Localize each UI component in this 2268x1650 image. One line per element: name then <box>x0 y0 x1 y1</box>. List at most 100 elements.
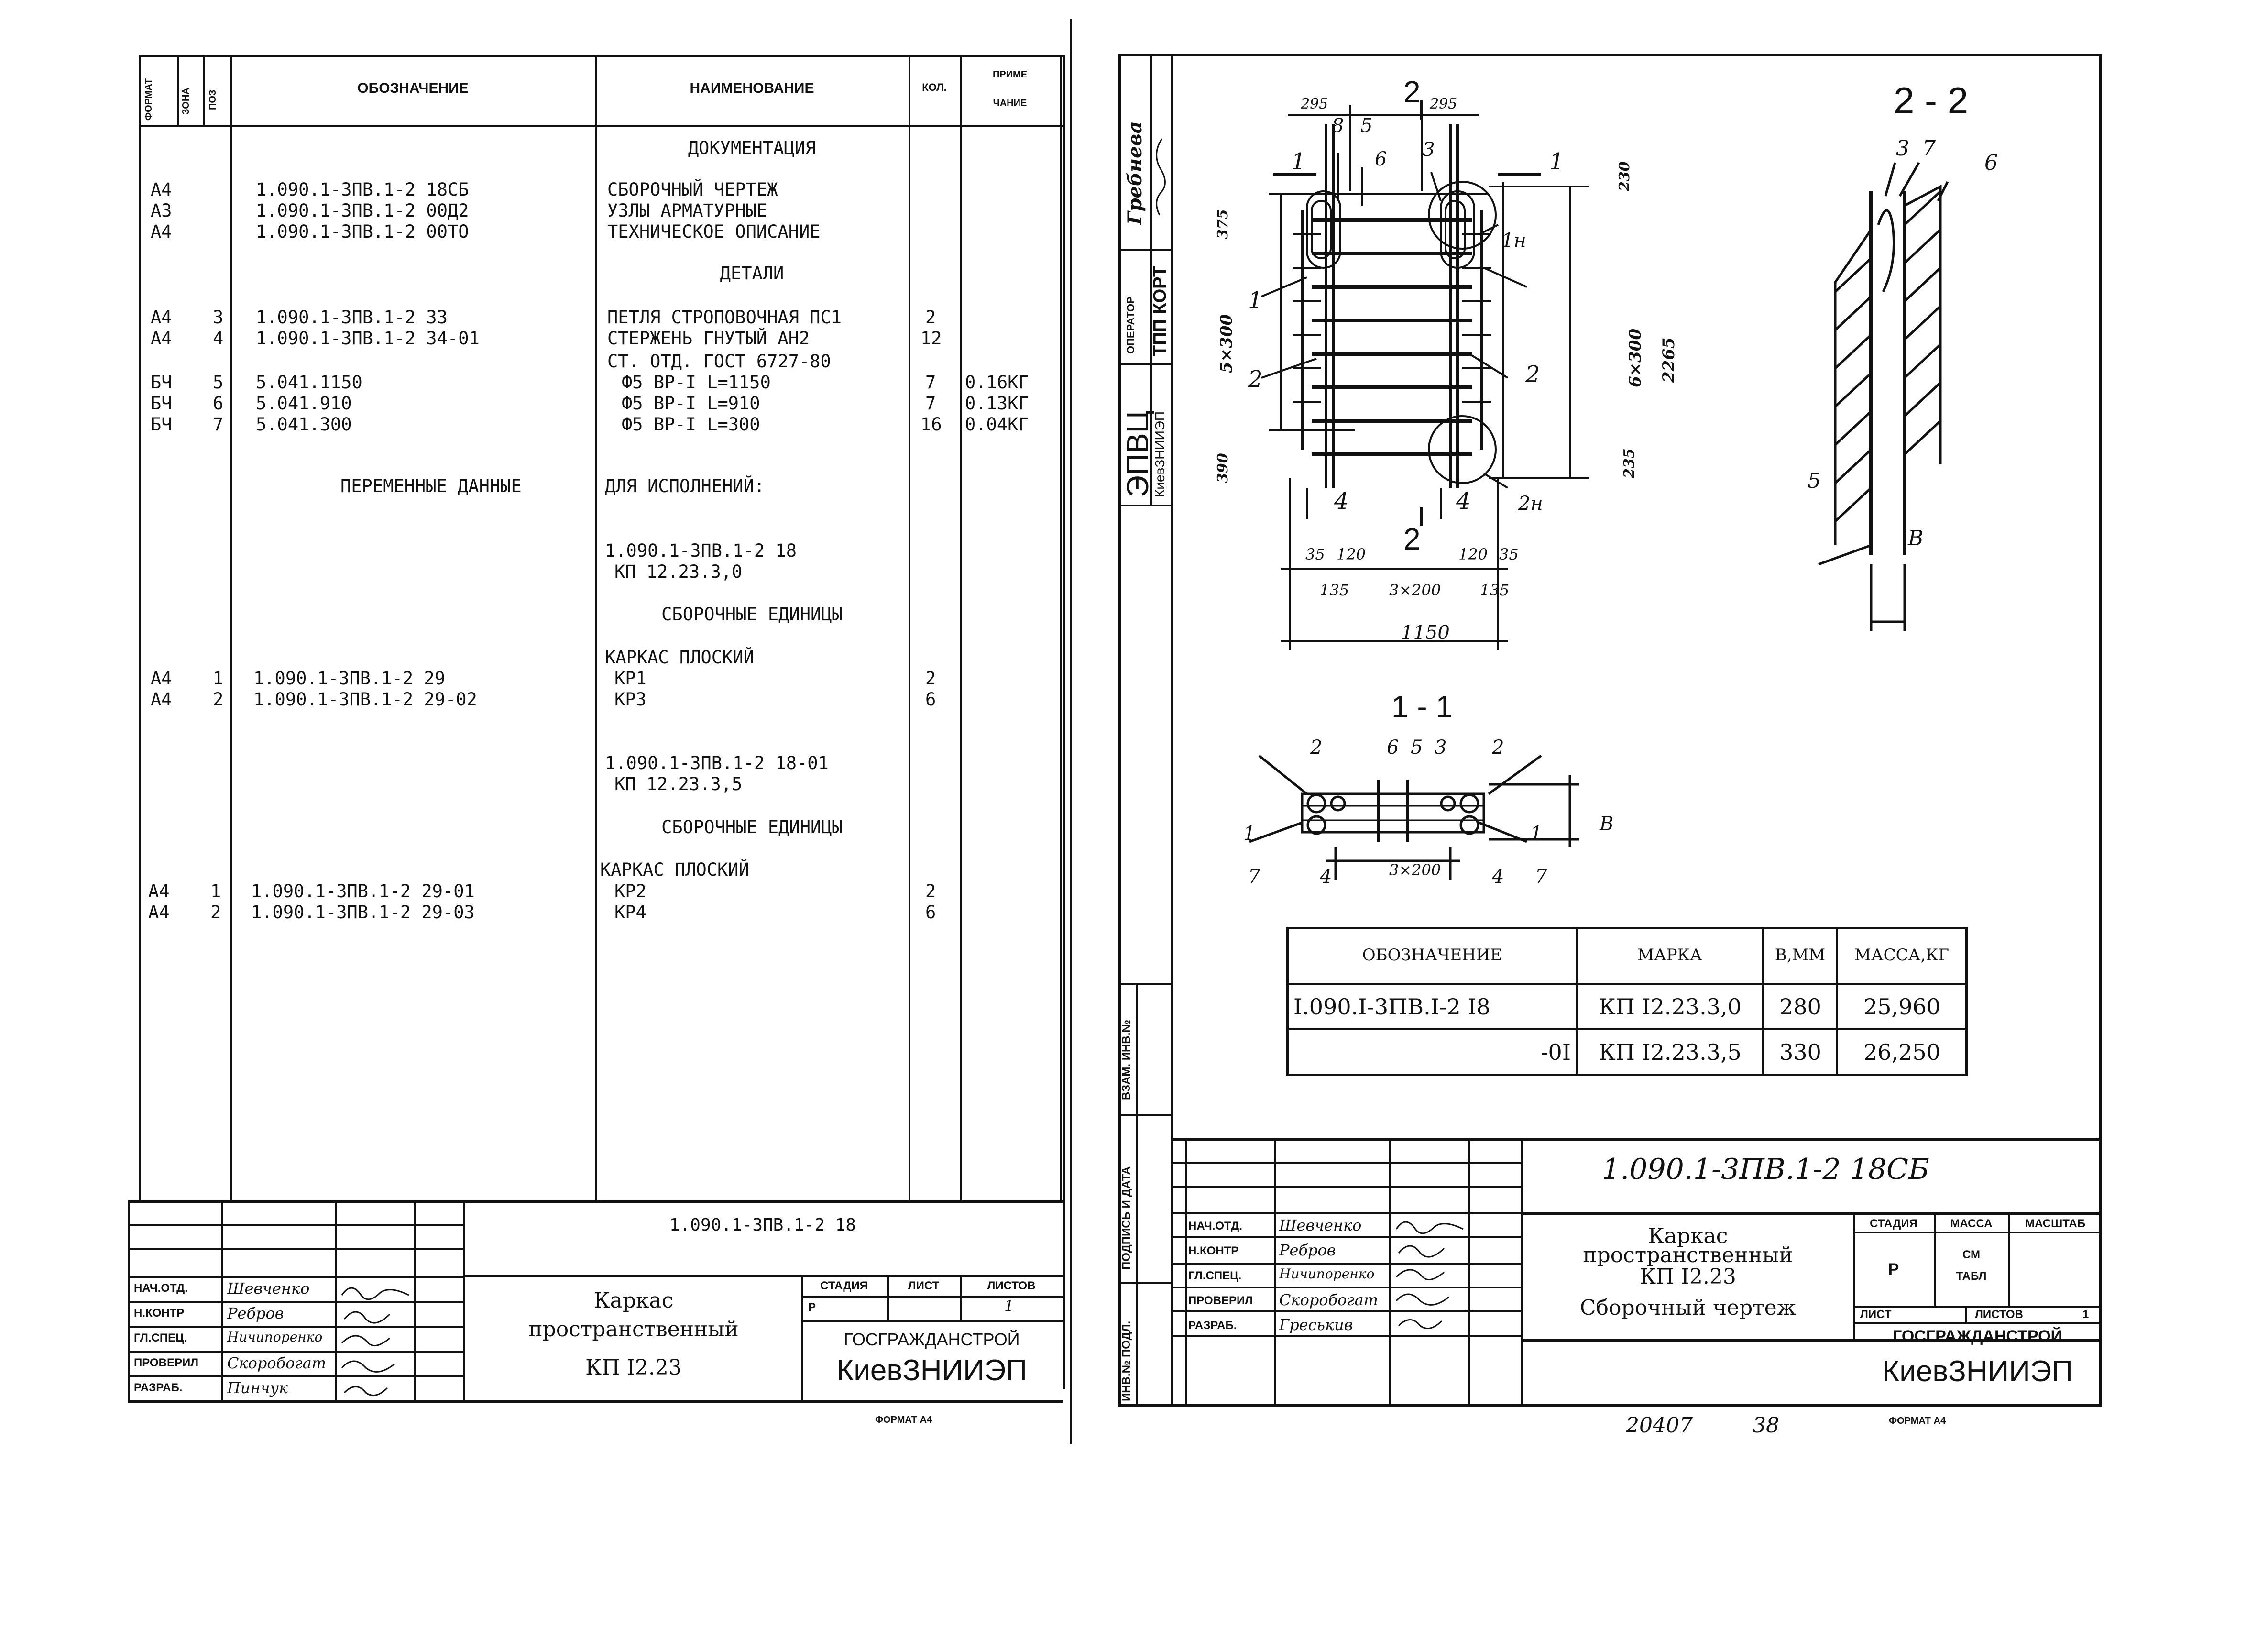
dim-label: 6×300 <box>1626 328 1645 387</box>
table-cell: КП I2.23.3,0 <box>1599 994 1742 1020</box>
section-label: 3×200 <box>1389 861 1441 879</box>
spec-name: ПЕТЛЯ СТРОПОВОЧНАЯ ПС1 <box>607 307 842 328</box>
left-role: ГЛ.СПЕЦ. <box>134 1331 187 1344</box>
dim-label: 1150 <box>1401 622 1450 644</box>
spec-name: ДЛЯ ИСПОЛНЕНИЙ: <box>605 476 765 496</box>
left-org-2: КиевЗНИИЭП <box>836 1354 1027 1387</box>
cut-label: 2 <box>1403 522 1421 556</box>
left-stage-value: Р <box>808 1301 816 1314</box>
section-label: 5 <box>1808 469 1821 493</box>
spec-pos: 1 <box>213 668 224 689</box>
position-label: 6 <box>1375 148 1387 170</box>
right-stage-value: Р <box>1888 1260 1899 1278</box>
position-label: 5 <box>1360 115 1373 137</box>
right-role: РАЗРАБ. <box>1188 1319 1237 1332</box>
spec-designation: 1.090.1-3ПВ.1-2 00ТО <box>256 221 469 242</box>
spec-pos: 2 <box>213 689 224 710</box>
right-sheet-inner-border <box>1171 54 1173 1407</box>
section-label: 6 <box>1387 737 1399 759</box>
section-label: 3 <box>1435 737 1447 759</box>
position-label: 3 <box>1423 139 1435 161</box>
right-role: НАЧ.ОТД. <box>1188 1220 1242 1232</box>
spec-name: СТЕРЖЕНЬ ГНУТЫЙ АН2 <box>607 328 810 349</box>
table-header: МАРКА <box>1637 946 1702 965</box>
side-stamp-institute: КиевЗНИИЭП <box>1152 411 1167 497</box>
right-org-1: ГОСГРАЖДАНСТРОЙ <box>1893 1327 2062 1345</box>
header-zone: ЗОНА <box>181 88 191 115</box>
spec-note: 0.04КГ <box>965 414 1029 435</box>
spec-format: A4 <box>148 881 170 902</box>
left-title-line-3: КП I2.23 <box>585 1355 682 1380</box>
spec-designation: 1.090.1-3ПВ.1-2 29 <box>253 668 445 689</box>
spec-col-line <box>960 55 962 1203</box>
spec-name: КР1 <box>614 668 646 689</box>
bottom-note-number: 38 <box>1753 1413 1779 1438</box>
right-role: ГЛ.СПЕЦ. <box>1188 1269 1242 1282</box>
position-label: 2н <box>1518 493 1543 515</box>
spec-section-title: ДОКУМЕНТАЦИЯ <box>688 138 816 158</box>
right-signer-name: Шевченко <box>1279 1216 1362 1234</box>
right-title-line-4: Сборочный чертеж <box>1579 1296 1797 1320</box>
section-label: 2 <box>1310 737 1323 759</box>
right-title-line-2: пространственный <box>1583 1243 1793 1267</box>
left-signer-name: Ничипоренко <box>227 1329 323 1345</box>
spec-col-line <box>909 55 910 1203</box>
dim-label: 295 <box>1301 96 1328 112</box>
spec-designation: 5.041.910 <box>256 393 352 414</box>
spec-format: A4 <box>151 328 172 349</box>
section-label: 4 <box>1320 866 1332 888</box>
section-label: В <box>1600 813 1614 835</box>
table-header: ОБОЗНАЧЕНИЕ <box>1362 946 1502 965</box>
right-signer-name: Ничипоренко <box>1279 1266 1375 1282</box>
spec-name: СТ. ОТД. ГОСТ 6727-80 <box>607 351 831 372</box>
side-stamp-signer: Гребнева <box>1124 121 1146 225</box>
right-sheets-label: ЛИСТОВ <box>1975 1308 2023 1321</box>
spec-format: БЧ <box>151 372 172 393</box>
spec-format: A4 <box>151 221 172 242</box>
dim-label: 2265 <box>1659 337 1678 383</box>
position-label: 4 <box>1334 488 1349 515</box>
spec-format: A4 <box>151 179 172 200</box>
spec-pos: 5 <box>213 372 224 393</box>
dim-label: 295 <box>1430 96 1457 112</box>
spec-name: Ф5 ВР-I L=1150 <box>622 372 771 393</box>
section-2-2-title: 2 - 2 <box>1894 79 1969 121</box>
spec-qty: 7 <box>925 393 936 414</box>
section-label: 6 <box>1984 151 1998 175</box>
spec-designation: 1.090.1-3ПВ.1-2 34-01 <box>256 328 480 349</box>
left-title-line-2: пространственный <box>528 1317 739 1342</box>
left-signer-name: Ребров <box>227 1304 284 1322</box>
table-header: МАССА,КГ <box>1854 946 1949 965</box>
spec-name: КР3 <box>614 689 646 710</box>
spec-format: БЧ <box>151 393 172 414</box>
section-label: 7 <box>1922 136 1936 161</box>
left-role: ПРОВЕРИЛ <box>134 1356 199 1369</box>
position-label: 8 <box>1332 115 1344 137</box>
section-label: 1 <box>1243 823 1256 845</box>
right-format-note: ФОРМАТ А4 <box>1889 1416 1946 1426</box>
fold-line <box>1070 19 1072 1444</box>
section-label: 2 <box>1492 737 1504 759</box>
left-stage-label: СТАДИЯ <box>820 1279 868 1292</box>
left-signer-name: Скоробогат <box>227 1354 326 1372</box>
table-cell: I.090.I-3ПВ.I-2 I8 <box>1293 994 1490 1020</box>
section-label: 7 <box>1535 866 1547 888</box>
left-sheet-frame <box>128 55 1065 1389</box>
section-label: 5 <box>1411 737 1423 759</box>
side-stamp-operator: ТПП КОРТ <box>1150 265 1170 356</box>
spec-qty: 2 <box>925 668 936 689</box>
table-cell: -0I <box>1541 1039 1571 1065</box>
spec-name: УЗЛЫ АРМАТУРНЫЕ <box>607 200 767 221</box>
spec-pos: 3 <box>213 307 224 328</box>
spec-format: A3 <box>151 200 172 221</box>
spec-col-line <box>177 55 179 127</box>
right-signature-scribbles <box>1395 1221 1464 1330</box>
dim-label: 120 <box>1458 545 1488 563</box>
left-signer-name: Шевченко <box>227 1279 310 1298</box>
spec-col-line <box>203 55 205 127</box>
header-note-2: ЧАНИЕ <box>993 98 1027 109</box>
left-signer-name: Пинчук <box>227 1379 288 1397</box>
spec-qty: 2 <box>925 881 936 902</box>
left-role: Н.КОНТР <box>134 1307 185 1320</box>
left-format-note: ФОРМАТ А4 <box>875 1415 932 1425</box>
